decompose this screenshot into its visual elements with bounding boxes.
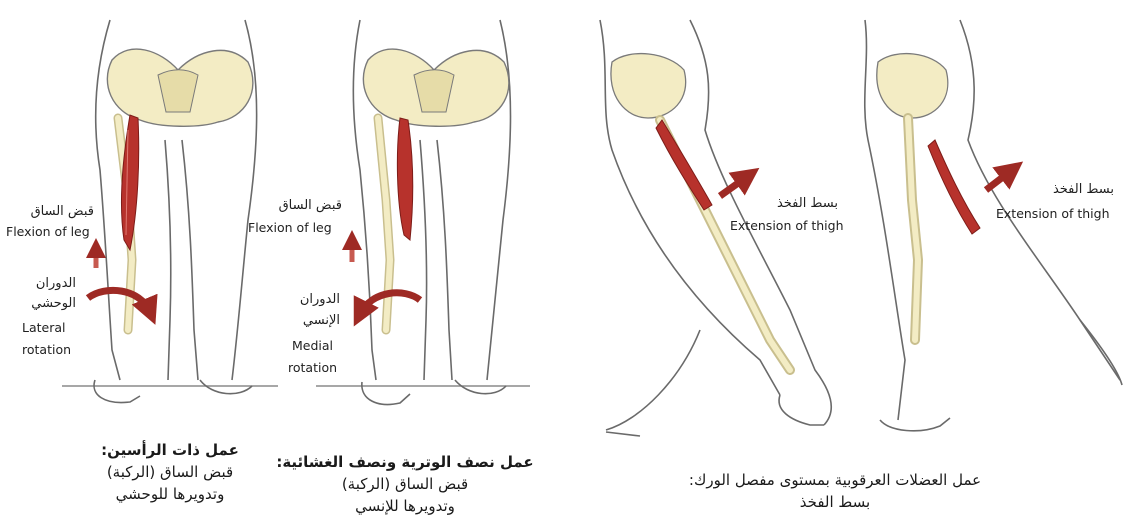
- extension-label-en: Extension of thigh: [730, 218, 844, 234]
- rotation-label-en-2: rotation: [22, 342, 71, 358]
- flexion-label-en: Flexion of leg: [6, 224, 116, 240]
- lateral-rotation-arrow: [88, 290, 150, 312]
- caption-line: بسط الفخذ: [640, 492, 1030, 514]
- flexion-label-ar: قبض الساق: [256, 198, 342, 214]
- extension-label-ar: بسط الفخذ: [758, 196, 838, 212]
- extension-label-ar: بسط الفخذ: [1018, 182, 1114, 198]
- caption-hip-extension: عمل العضلات العرقوبية بمستوى مفصل الورك:…: [640, 470, 1030, 514]
- flexion-label-ar: قبض الساق: [6, 204, 94, 220]
- extension-label-en: Extension of thigh: [996, 206, 1110, 222]
- flexion-label-en: Flexion of leg: [248, 220, 358, 236]
- hamstring-muscle: [656, 120, 712, 210]
- rotation-label-ar-2: الإنسي: [284, 313, 340, 329]
- leg-bones-2: [877, 54, 948, 340]
- caption-semitendinosus: عمل نصف الوترية ونصف الغشائية: قبض الساق…: [240, 452, 570, 517]
- caption-line: عمل نصف الوترية ونصف الغشائية:: [240, 452, 570, 474]
- rotation-label-ar-1: الدوران: [22, 276, 76, 292]
- caption-line: قبض الساق (الركبة): [240, 474, 570, 496]
- rotation-label-en-2: rotation: [288, 360, 337, 376]
- caption-line: وتدويرها للإنسي: [240, 496, 570, 518]
- extension-arrow: [986, 170, 1012, 190]
- hamstring-muscle: [928, 140, 980, 234]
- rotation-label-ar-2: الوحشي: [22, 296, 76, 312]
- semitendinosus-muscle: [397, 118, 412, 240]
- pelvis-bones-2: [363, 49, 509, 330]
- rotation-label-en-1: Medial: [292, 338, 333, 354]
- rotation-label-ar-1: الدوران: [284, 292, 340, 308]
- rotation-label-en-1: Lateral: [22, 320, 66, 336]
- caption-line: عمل العضلات العرقوبية بمستوى مفصل الورك:: [640, 470, 1030, 492]
